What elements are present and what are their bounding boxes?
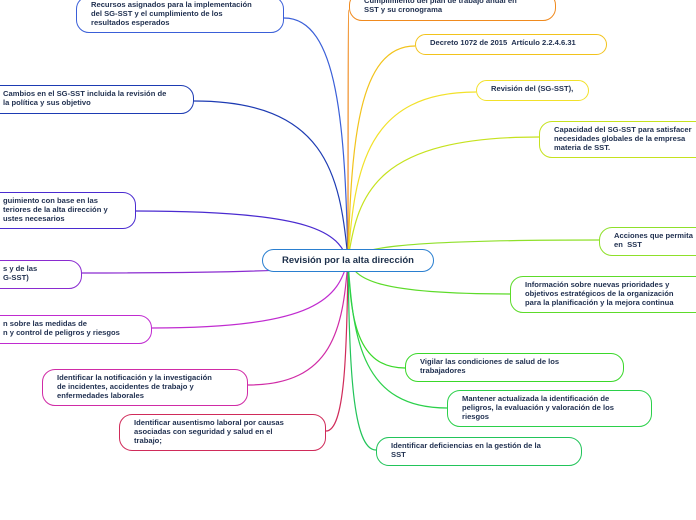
- topic-informacion[interactable]: Información sobre nuevas prioridades y o…: [510, 276, 696, 313]
- link-ausentismo: [325, 259, 349, 432]
- topic-ausentismo[interactable]: Identificar ausentismo laboral por causa…: [119, 414, 326, 451]
- topic-notificacion[interactable]: Identificar la notificación y la investi…: [42, 369, 248, 406]
- link-decreto: [347, 45, 416, 261]
- topic-deficiencias[interactable]: Identificar deficiencias en la gestión d…: [376, 437, 582, 466]
- link-capacidad: [347, 136, 540, 261]
- topic-recursos[interactable]: Recursos asignados para la implementació…: [76, 0, 284, 33]
- link-vigilar: [347, 259, 406, 369]
- link-cambios: [193, 100, 349, 261]
- link-deficiencias: [347, 259, 377, 451]
- topic-revision[interactable]: Revisión del (SG-SST),: [476, 80, 589, 101]
- topic-mantener[interactable]: Mantener actualizada la identificación d…: [447, 390, 652, 427]
- link-medidas: [151, 259, 349, 329]
- link-notificacion: [247, 259, 349, 386]
- topic-cumplimiento[interactable]: Cumplimiento del plan de trabajo anual e…: [349, 0, 556, 21]
- topic-medidas[interactable]: n sobre las medidas de n y control de pe…: [0, 315, 152, 344]
- link-recursos: [283, 17, 349, 261]
- topic-ley[interactable]: s y de las G-SST): [0, 260, 82, 289]
- central-topic[interactable]: Revisión por la alta dirección: [262, 249, 434, 272]
- topic-capacidad[interactable]: Capacidad del SG-SST para satisfacer nec…: [539, 121, 696, 158]
- link-revision: [347, 91, 477, 261]
- topic-seguimiento[interactable]: guimiento con base en las teriores de la…: [0, 192, 136, 229]
- link-cumplimiento: [347, 9, 350, 261]
- topic-decreto[interactable]: Decreto 1072 de 2015 Artículo 2.2.4.6.31: [415, 34, 607, 55]
- link-mantener: [347, 259, 448, 409]
- topic-acciones[interactable]: Acciones que permita en SST: [599, 227, 696, 256]
- topic-vigilar[interactable]: Vigilar las condiciones de salud de los …: [405, 353, 624, 382]
- topic-cambios[interactable]: Cambios en el SG-SST incluida la revisió…: [0, 85, 194, 114]
